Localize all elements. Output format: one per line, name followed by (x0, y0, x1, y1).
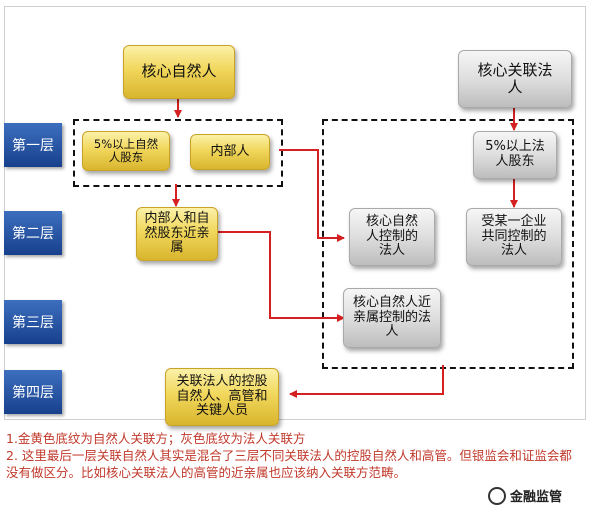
core-natural-person-box: 核心自然人 (123, 45, 235, 99)
note-2: 2. 这里最后一层关联自然人其实是混合了三层不同关联法人的控股自然人和高管。但银… (6, 448, 572, 480)
watermark: 金融监管 (488, 486, 562, 505)
controlled-by-core-relatives-box: 核心自然人近亲属控制的法人 (343, 288, 441, 348)
controlled-by-core-natural-box: 核心自然人控制的法人 (349, 208, 435, 266)
arrow-natural-to-controlled (279, 149, 345, 242)
legal-shareholder-5pct-box: 5%以上法人股东 (473, 131, 557, 179)
insider-label: 内部人 (210, 143, 250, 159)
layer-2-label: 第二层 (4, 211, 62, 255)
arrow-legal-to-layer4 (289, 365, 444, 398)
related-legal-controllers-box: 关联法人的控股自然人、高管和关键人员 (165, 368, 279, 426)
connector-arrows (172, 97, 518, 398)
note-1: 1.金黄色底纹为自然人关联方；灰色底纹为法人关联方 (6, 431, 306, 446)
layer-4-label: 第四层 (4, 370, 62, 414)
controlled-by-core-natural-label: 核心自然人控制的法人 (365, 213, 418, 259)
core-legal-person-box: 核心关联法人 (458, 50, 572, 108)
joint-controlled-legal-label: 受某一企业共同控制的法人 (481, 213, 547, 259)
related-legal-controllers-label: 关联法人的控股自然人、高管和关键人员 (176, 373, 268, 419)
insider-box: 内部人 (190, 134, 270, 170)
insider-relatives-label: 内部人和自然股东近亲属 (144, 210, 210, 256)
legal-shareholder-5pct-label: 5%以上法人股东 (485, 139, 545, 169)
insider-relatives-box: 内部人和自然股东近亲属 (136, 207, 218, 261)
natural-shareholder-5pct-label: 5%以上自然人股东 (93, 136, 159, 164)
wechat-logo-icon (488, 486, 506, 505)
layer1-natural-group (73, 119, 283, 187)
controlled-by-core-relatives-label: 核心自然人近亲属控制的法人 (352, 294, 431, 340)
core-legal-person-label: 核心关联法人 (477, 60, 553, 96)
legal-person-group (322, 119, 574, 369)
notes: 1.金黄色底纹为自然人关联方；灰色底纹为法人关联方 2. 这里最后一层关联自然人… (6, 430, 584, 481)
layer-3-label: 第三层 (4, 300, 62, 344)
joint-controlled-legal-box: 受某一企业共同控制的法人 (466, 208, 562, 266)
layer-1-label: 第一层 (4, 123, 62, 167)
core-natural-person-label: 核心自然人 (141, 62, 217, 81)
natural-shareholder-5pct-box: 5%以上自然人股东 (82, 131, 170, 171)
watermark-text: 金融监管 (510, 490, 563, 505)
arrow-relatives-to-controlled (218, 231, 345, 322)
